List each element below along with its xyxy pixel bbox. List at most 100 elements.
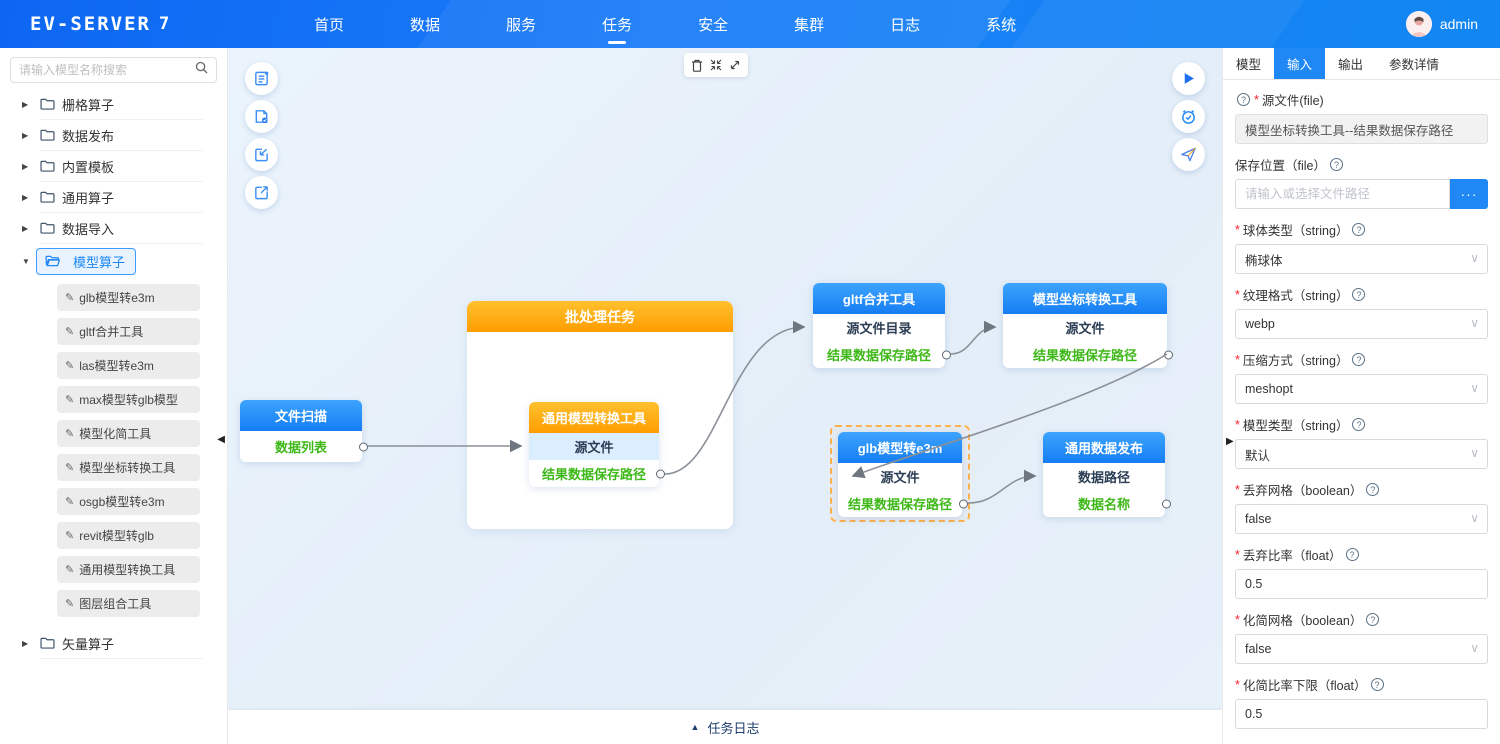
tab-input[interactable]: 输入: [1274, 48, 1326, 79]
discard-mesh-select[interactable]: [1235, 504, 1488, 534]
search-icon[interactable]: [195, 61, 208, 79]
help-icon[interactable]: ?: [1352, 353, 1366, 366]
help-icon[interactable]: ?: [1352, 288, 1366, 301]
operator-item-generic-convert[interactable]: ✎通用模型转换工具: [57, 556, 200, 583]
tab-model[interactable]: 模型: [1236, 58, 1262, 72]
sidebar-collapse-handle[interactable]: ◀: [217, 434, 225, 445]
browse-file-button[interactable]: ···: [1450, 179, 1488, 209]
output-port[interactable]: [1164, 350, 1173, 359]
fit-view-button[interactable]: [710, 59, 722, 71]
caret-right-icon[interactable]: ▶: [22, 192, 29, 202]
output-port[interactable]: [959, 499, 968, 508]
node-coord-convert[interactable]: 模型坐标转换工具 源文件 结果数据保存路径: [1003, 283, 1173, 368]
node-port-row[interactable]: 结果数据保存路径: [813, 341, 951, 368]
node-title[interactable]: 通用数据发布: [1043, 432, 1165, 463]
publish-button[interactable]: [1172, 138, 1205, 171]
operator-item-simplify[interactable]: ✎模型化简工具: [57, 420, 200, 447]
nav-item-cluster[interactable]: 集群: [794, 16, 825, 34]
help-icon[interactable]: ?: [1366, 613, 1380, 626]
node-port-row[interactable]: 源文件: [838, 463, 962, 490]
help-icon[interactable]: ?: [1237, 93, 1250, 106]
caret-right-icon[interactable]: ▶: [22, 130, 29, 140]
nav-item-logs[interactable]: 日志: [890, 16, 921, 34]
node-port-row[interactable]: 数据名称: [1043, 490, 1171, 517]
nav-item-home[interactable]: 首页: [314, 16, 345, 34]
sidebar-folder-raster[interactable]: ▶ 栅格算子: [0, 89, 227, 119]
output-port[interactable]: [359, 442, 368, 451]
node-port-row[interactable]: 数据路径: [1043, 463, 1165, 490]
run-button[interactable]: [1172, 62, 1205, 95]
nav-item-system[interactable]: 系统: [986, 16, 1017, 34]
model-search-box[interactable]: [10, 57, 217, 83]
operator-item-revit-glb[interactable]: ✎revit模型转glb: [57, 522, 200, 549]
node-gltf-merge[interactable]: gltf合并工具 源文件目录 结果数据保存路径: [813, 283, 951, 368]
nav-item-data[interactable]: 数据: [410, 16, 441, 34]
caret-right-icon[interactable]: ▶: [22, 638, 29, 648]
sidebar-folder-model-operators[interactable]: ▼ 模型算子: [0, 244, 227, 278]
node-port-row[interactable]: 结果数据保存路径: [529, 460, 665, 487]
node-title[interactable]: 文件扫描: [240, 400, 362, 431]
node-data-publish[interactable]: 通用数据发布 数据路径 数据名称: [1043, 432, 1171, 517]
node-title[interactable]: gltf合并工具: [813, 283, 945, 314]
user-menu[interactable]: admin: [1405, 0, 1478, 48]
node-title[interactable]: glb模型转e3m: [838, 432, 962, 463]
node-glb-e3m[interactable]: glb模型转e3m 源文件 结果数据保存路径: [838, 432, 968, 517]
output-port[interactable]: [942, 350, 951, 359]
save-path-input[interactable]: [1235, 179, 1450, 209]
simplify-mesh-select[interactable]: [1235, 634, 1488, 664]
simplify-floor-input[interactable]: [1235, 699, 1488, 729]
tab-output[interactable]: 输出: [1338, 58, 1364, 72]
operator-item-las-e3m[interactable]: ✎las模型转e3m: [57, 352, 200, 379]
selected-folder-pill[interactable]: 模型算子: [36, 247, 137, 275]
sidebar-folder-vector[interactable]: ▶ 矢量算子: [0, 628, 227, 658]
sidebar-folder-data-import[interactable]: ▶ 数据导入: [0, 213, 227, 243]
source-file-input[interactable]: [1235, 114, 1488, 144]
node-port-row[interactable]: 源文件: [529, 433, 659, 460]
export-button[interactable]: [245, 176, 278, 209]
node-port-row[interactable]: 数据列表: [240, 431, 368, 462]
workflow-canvas[interactable]: 批处理任务 文件扫描 数据列表 通用模型转换工具 源文件 结果数据保存路径 gl…: [228, 48, 1222, 744]
schedule-button[interactable]: [1172, 100, 1205, 133]
operator-item-max-glb[interactable]: ✎max模型转glb模型: [57, 386, 200, 413]
sidebar-folder-builtin-templates[interactable]: ▶ 内置模板: [0, 151, 227, 181]
model-type-select[interactable]: [1235, 439, 1488, 469]
nav-item-tasks[interactable]: 任务: [598, 1, 636, 48]
help-icon[interactable]: ?: [1329, 158, 1343, 171]
help-icon[interactable]: ?: [1352, 418, 1366, 431]
help-icon[interactable]: ?: [1370, 678, 1384, 691]
task-form-button[interactable]: [245, 62, 278, 95]
task-log-bar[interactable]: ▲ 任务日志: [228, 710, 1222, 744]
discard-ratio-input[interactable]: [1235, 569, 1488, 599]
tab-param-details[interactable]: 参数详情: [1389, 58, 1440, 72]
caret-right-icon[interactable]: ▶: [22, 161, 29, 171]
node-port-row[interactable]: 源文件目录: [813, 314, 945, 341]
node-file-scan[interactable]: 文件扫描 数据列表: [240, 400, 368, 462]
texture-format-select[interactable]: [1235, 309, 1488, 339]
import-button[interactable]: [245, 138, 278, 171]
resize-button[interactable]: [729, 59, 741, 71]
caret-down-icon[interactable]: ▼: [22, 256, 30, 266]
compress-mode-select[interactable]: [1235, 374, 1488, 404]
node-generic-convert[interactable]: 通用模型转换工具 源文件 结果数据保存路径: [529, 402, 665, 487]
operator-item-glb-e3m[interactable]: ✎glb模型转e3m: [57, 284, 200, 311]
node-title[interactable]: 通用模型转换工具: [529, 402, 659, 433]
delete-button[interactable]: [691, 59, 703, 72]
operator-item-layer-combine[interactable]: ✎图层组合工具: [57, 590, 200, 617]
help-icon[interactable]: ?: [1345, 548, 1359, 561]
node-title[interactable]: 模型坐标转换工具: [1003, 283, 1167, 314]
node-port-row[interactable]: 源文件: [1003, 314, 1167, 341]
save-template-button[interactable]: [245, 100, 278, 133]
node-port-row[interactable]: 结果数据保存路径: [838, 490, 968, 517]
nav-item-services[interactable]: 服务: [506, 16, 537, 34]
search-input[interactable]: [19, 63, 195, 77]
operator-item-osgb-e3m[interactable]: ✎osgb模型转e3m: [57, 488, 200, 515]
operator-item-coord-convert[interactable]: ✎模型坐标转换工具: [57, 454, 200, 481]
caret-right-icon[interactable]: ▶: [22, 223, 29, 233]
help-icon[interactable]: ?: [1366, 483, 1380, 496]
group-title[interactable]: 批处理任务: [467, 301, 733, 332]
node-port-row[interactable]: 结果数据保存路径: [1003, 341, 1173, 368]
operator-item-gltf-merge[interactable]: ✎gltf合并工具: [57, 318, 200, 345]
output-port[interactable]: [1162, 499, 1171, 508]
sphere-type-select[interactable]: [1235, 244, 1488, 274]
output-port[interactable]: [656, 469, 665, 478]
